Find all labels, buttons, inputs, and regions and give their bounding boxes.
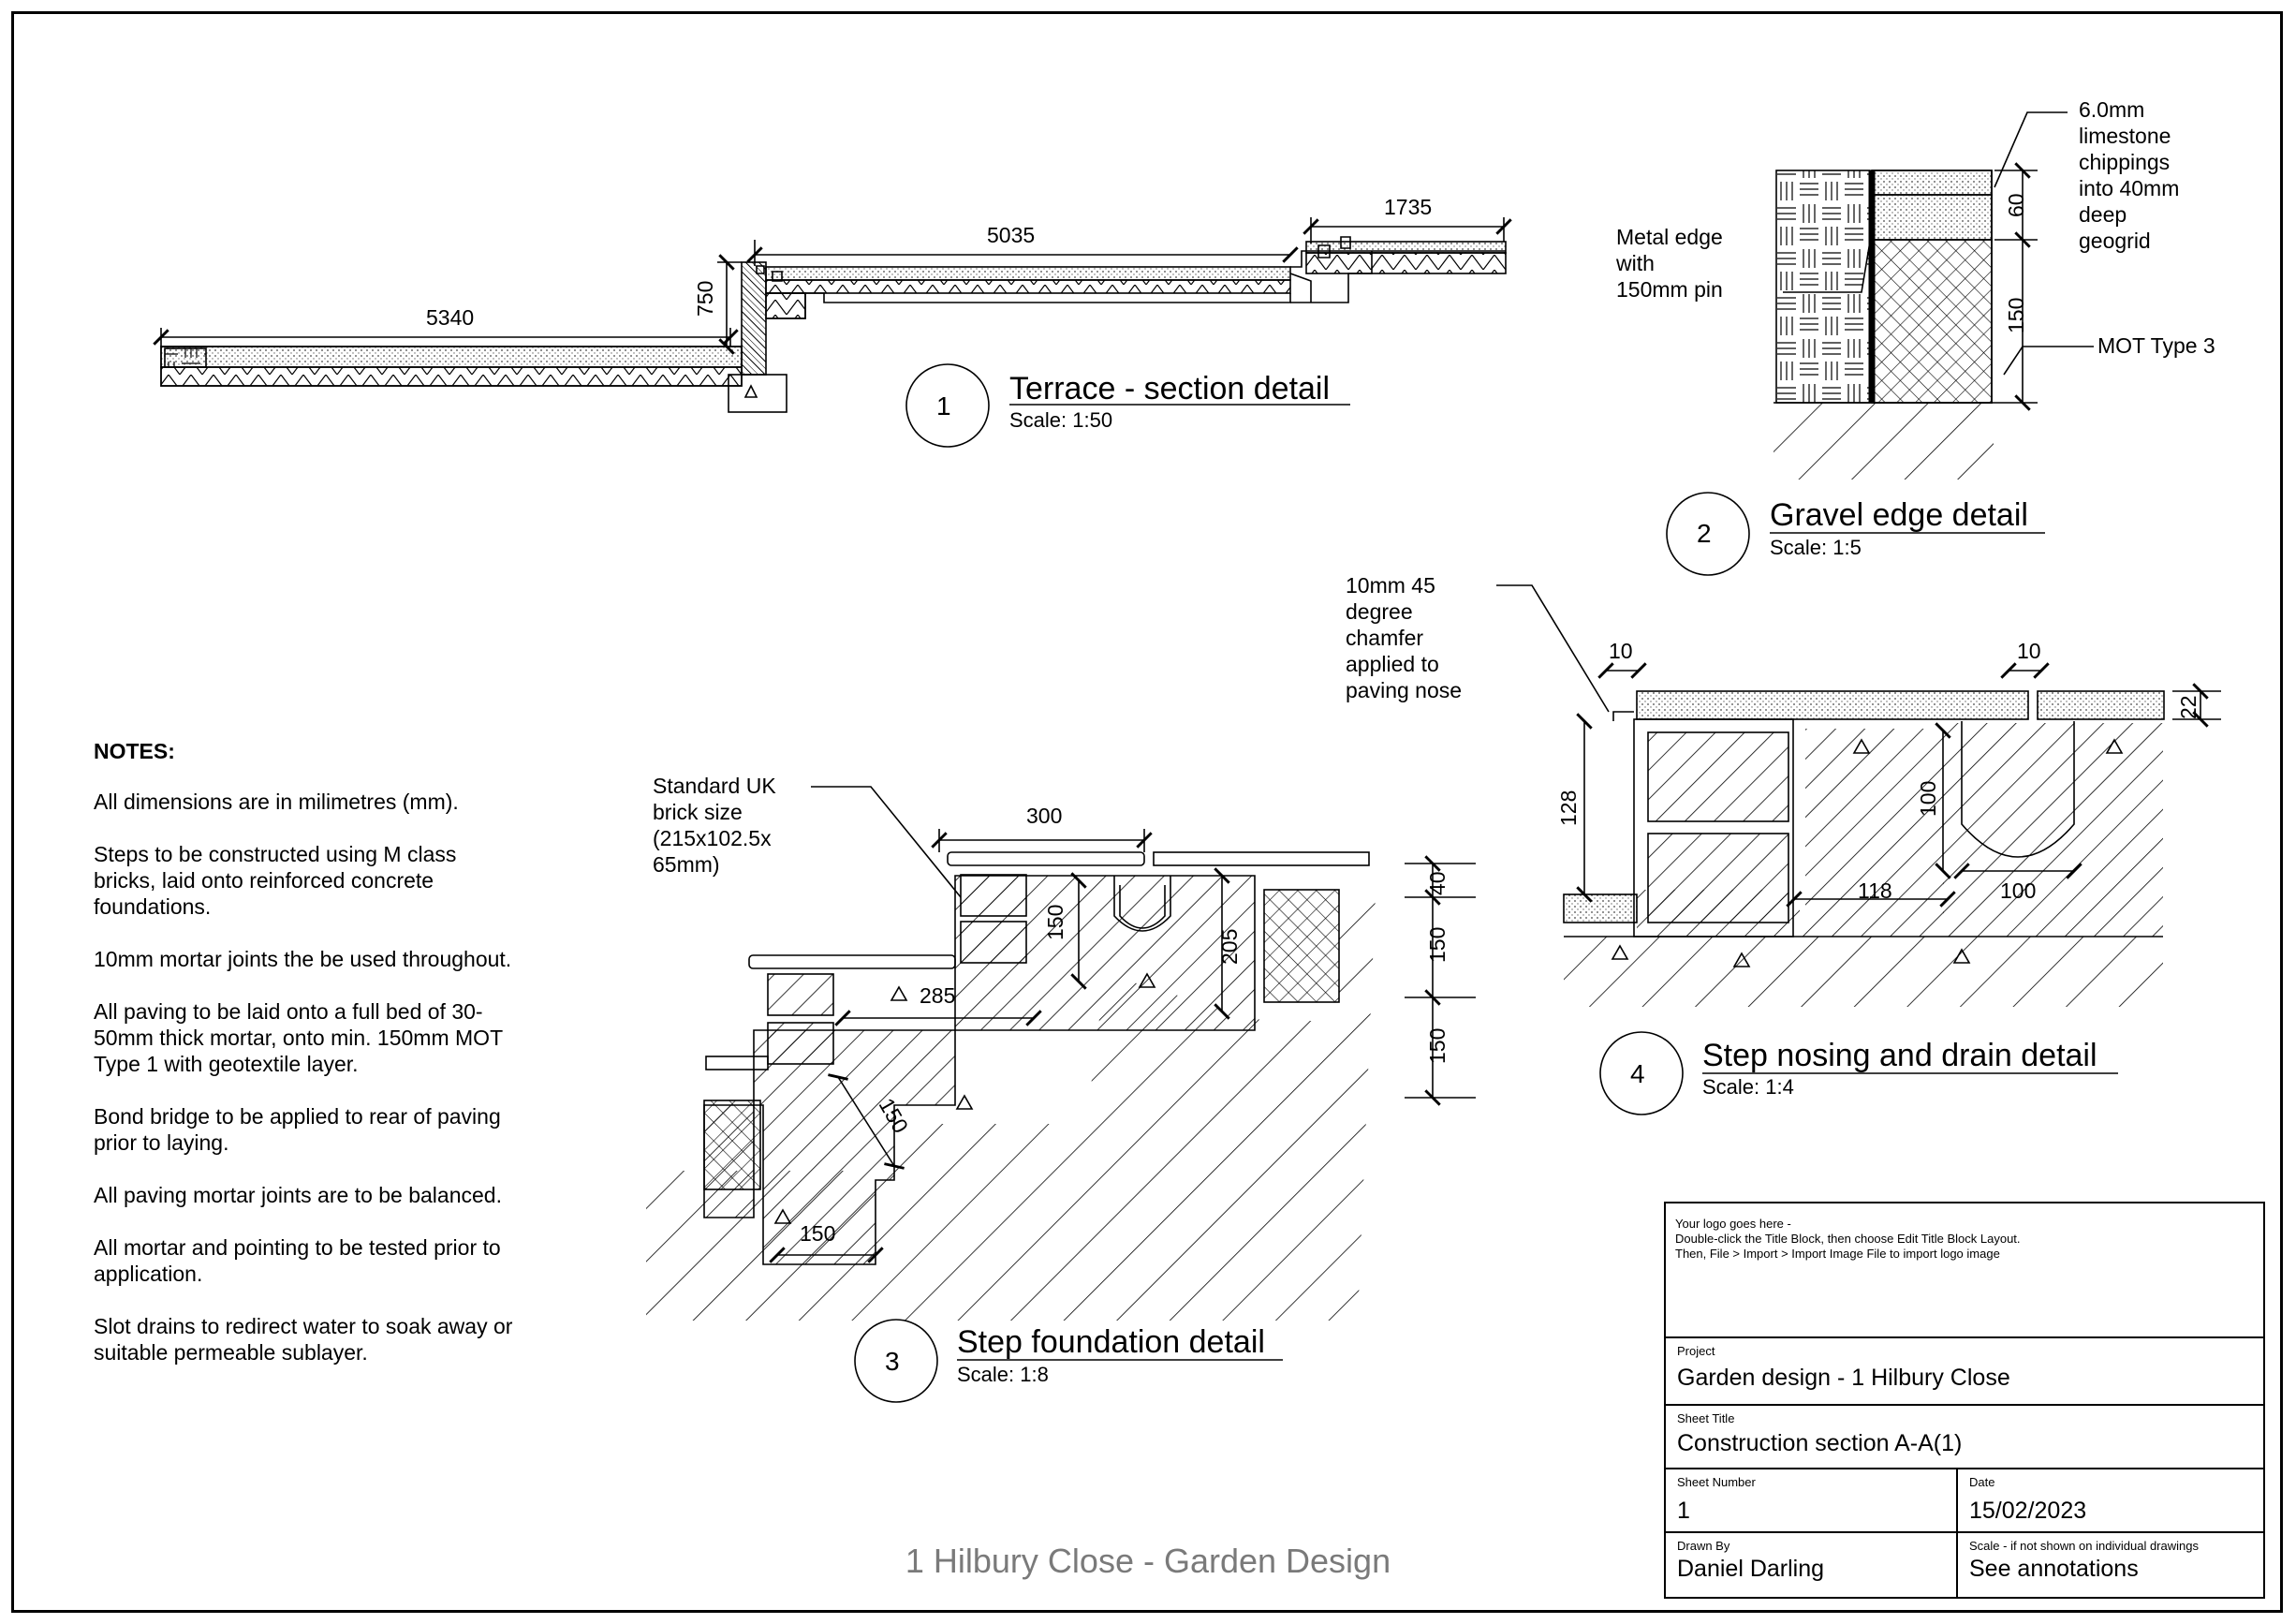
annotation: 65mm) bbox=[653, 852, 720, 877]
detail-number: 2 bbox=[1697, 519, 1712, 548]
dim-label: 22 bbox=[2176, 695, 2200, 719]
annotation: (215x102.5x bbox=[653, 826, 772, 850]
scale-label: Scale - if not shown on individual drawi… bbox=[1969, 1539, 2199, 1553]
detail-number: 1 bbox=[936, 391, 951, 421]
dim-label: 150 bbox=[1043, 904, 1067, 940]
annotation: chamfer bbox=[1346, 626, 1424, 650]
detail-scale: Scale: 1:50 bbox=[1009, 408, 1113, 432]
annotation: Standard UK bbox=[653, 774, 776, 798]
detail-number: 4 bbox=[1630, 1059, 1645, 1088]
terrace-section bbox=[153, 217, 1512, 448]
title-block: Your logo goes here - Double-click the T… bbox=[1664, 1202, 2265, 1599]
annotation: deep bbox=[2079, 202, 2127, 227]
footer-caption: 1 Hilbury Close - Garden Design bbox=[905, 1542, 1391, 1580]
scale-value: See annotations bbox=[1969, 1556, 2139, 1582]
sheet-number-value: 1 bbox=[1677, 1498, 1690, 1524]
detail-title: Step foundation detail bbox=[957, 1324, 1265, 1360]
dim-label: 150 bbox=[2004, 297, 2028, 333]
drawn-by-value: Daniel Darling bbox=[1677, 1556, 1825, 1582]
note-item: Slot drains to redirect water to soak aw… bbox=[94, 1314, 513, 1365]
note-item: Bond bridge to be applied to rear of pav… bbox=[94, 1104, 501, 1155]
note-item: All dimensions are in milimetres (mm). bbox=[94, 790, 459, 814]
dim-label: 5035 bbox=[987, 223, 1036, 247]
drawn-by-cell: Drawn By Daniel Darling bbox=[1666, 1533, 1958, 1597]
sheet-number-label: Sheet Number bbox=[1677, 1475, 1756, 1489]
step-nosing-detail bbox=[1496, 584, 2221, 1115]
annotation: paving nose bbox=[1346, 678, 1463, 702]
annotation: applied to bbox=[1346, 652, 1439, 676]
drawn-by-label: Drawn By bbox=[1677, 1539, 1730, 1553]
date-cell: Date 15/02/2023 bbox=[1958, 1469, 2263, 1533]
logo-placeholder-line: Then, File > Import > Import Image File … bbox=[1675, 1247, 2000, 1261]
dim-label: 100 bbox=[1916, 780, 1940, 817]
logo-cell[interactable]: Your logo goes here - Double-click the T… bbox=[1666, 1203, 2263, 1338]
logo-placeholder-line: Your logo goes here - bbox=[1675, 1217, 1791, 1231]
sheet-title-value: Construction section A-A(1) bbox=[1677, 1430, 1963, 1456]
detail-number: 3 bbox=[885, 1347, 900, 1376]
dim-label: 285 bbox=[920, 983, 956, 1008]
logo-placeholder-line: Double-click the Title Block, then choos… bbox=[1675, 1232, 2021, 1246]
detail-scale: Scale: 1:8 bbox=[957, 1363, 1049, 1386]
dim-label: 300 bbox=[1026, 804, 1063, 828]
project-value: Garden design - 1 Hilbury Close bbox=[1677, 1365, 2010, 1391]
notes-heading: NOTES: bbox=[94, 739, 175, 763]
annotation: into 40mm bbox=[2079, 176, 2180, 200]
date-label: Date bbox=[1969, 1475, 1995, 1489]
annotation: 150mm pin bbox=[1616, 277, 1723, 302]
dim-label: 10 bbox=[2017, 639, 2041, 663]
annotation: MOT Type 3 bbox=[2097, 333, 2215, 358]
annotation: chippings bbox=[2079, 150, 2171, 174]
note-item: All mortar and pointing to be tested pri… bbox=[94, 1235, 501, 1286]
detail-title: Terrace - section detail bbox=[1009, 371, 1331, 406]
detail-scale: Scale: 1:5 bbox=[1770, 536, 1862, 559]
dim-label: 118 bbox=[1858, 878, 1892, 903]
detail-scale: Scale: 1:4 bbox=[1702, 1075, 1794, 1099]
annotation: 10mm 45 bbox=[1346, 573, 1435, 598]
dim-label: 150 bbox=[800, 1221, 836, 1246]
dim-label: 40 bbox=[1425, 871, 1450, 895]
drawing-sheet bbox=[11, 11, 2283, 1613]
annotation: limestone bbox=[2079, 124, 2171, 148]
detail-title: Gravel edge detail bbox=[1770, 497, 2028, 533]
dim-label: 60 bbox=[2004, 193, 2028, 217]
detail-title: Step nosing and drain detail bbox=[1702, 1038, 2097, 1073]
dim-label: 205 bbox=[1217, 928, 1242, 965]
dim-label: 150 bbox=[1425, 1027, 1450, 1064]
annotation: 6.0mm bbox=[2079, 97, 2145, 122]
date-value: 15/02/2023 bbox=[1969, 1498, 2087, 1524]
note-item: All paving to be laid onto a full bed of… bbox=[94, 999, 503, 1076]
annotation: Metal edge bbox=[1616, 225, 1723, 249]
annotation: with bbox=[1616, 251, 1655, 275]
note-item: Steps to be constructed using M class br… bbox=[94, 842, 457, 919]
scale-cell: Scale - if not shown on individual drawi… bbox=[1958, 1533, 2263, 1597]
annotation: geogrid bbox=[2079, 229, 2151, 253]
dim-label: 128 bbox=[1556, 790, 1581, 826]
step-foundation-detail bbox=[646, 786, 1476, 1403]
sheet-title-cell: Sheet Title Construction section A-A(1) bbox=[1666, 1406, 2263, 1469]
gravel-edge-detail bbox=[1666, 111, 2094, 576]
dim-label: 1735 bbox=[1384, 195, 1433, 219]
dim-label: 100 bbox=[2000, 878, 2037, 903]
annotation: brick size bbox=[653, 800, 743, 824]
dim-label: 10 bbox=[1609, 639, 1633, 663]
dim-label: 150 bbox=[1425, 926, 1450, 963]
project-cell: Project Garden design - 1 Hilbury Close bbox=[1666, 1338, 2263, 1406]
note-item: 10mm mortar joints the be used throughou… bbox=[94, 947, 512, 971]
annotation: degree bbox=[1346, 599, 1413, 624]
project-label: Project bbox=[1677, 1344, 1715, 1358]
sheet-number-cell: Sheet Number 1 bbox=[1666, 1469, 1958, 1533]
sheet-title-label: Sheet Title bbox=[1677, 1411, 1735, 1425]
notes-panel: NOTES: All dimensions are in milimetres … bbox=[94, 738, 524, 1392]
dim-label: 5340 bbox=[426, 305, 475, 330]
note-item: All paving mortar joints are to be balan… bbox=[94, 1183, 502, 1207]
dim-label: 750 bbox=[693, 280, 717, 317]
